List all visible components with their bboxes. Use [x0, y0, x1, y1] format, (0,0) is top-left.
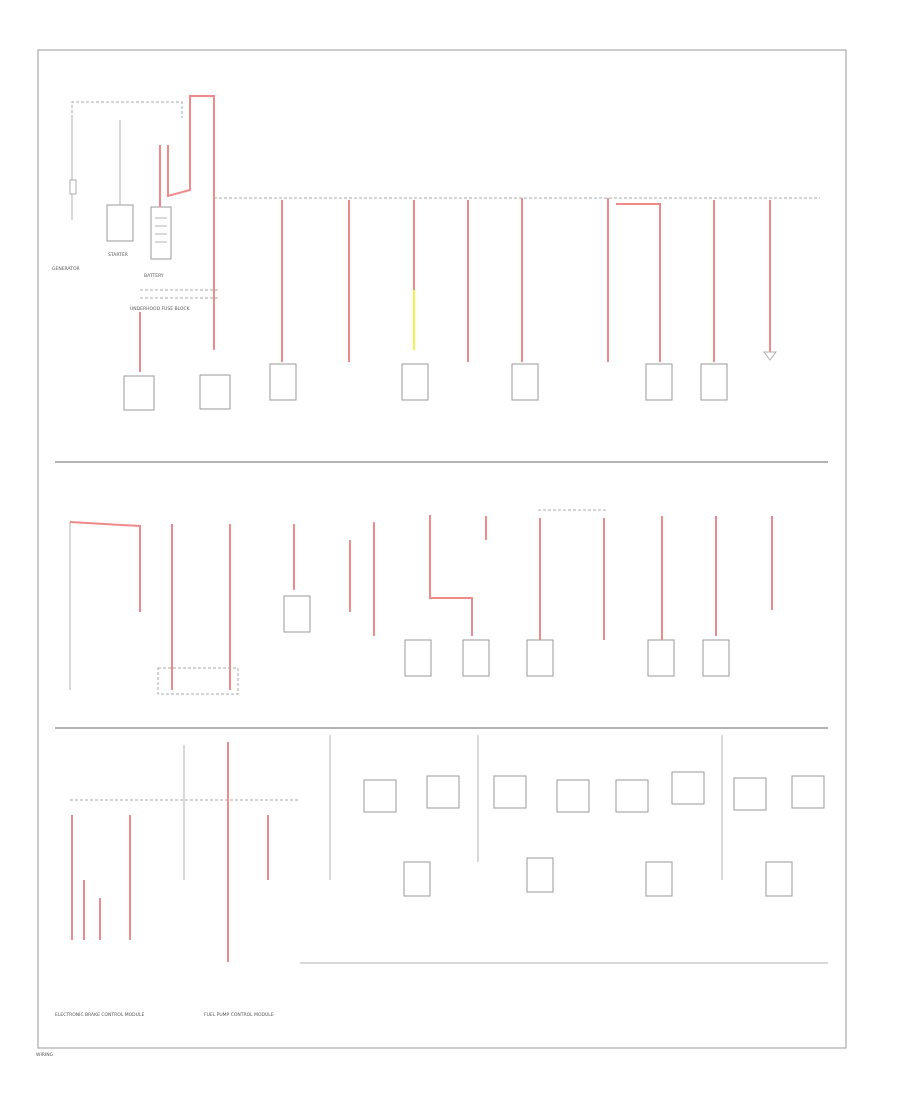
component-r3-g [733, 777, 767, 811]
generator-label: GENERATOR [52, 266, 80, 272]
footer-label-left: ELECTRONIC BRAKE CONTROL MODULE [55, 1012, 144, 1018]
row-3-circuits [70, 735, 825, 962]
component-r2-f [702, 639, 730, 677]
component-r3-j [526, 857, 554, 893]
component-r3-k [645, 861, 673, 897]
battery-feed-wire [167, 95, 215, 198]
battery-box [150, 206, 172, 260]
component-r3-e [615, 779, 649, 813]
component-r3-i [403, 861, 431, 897]
component-r3-f [671, 771, 705, 805]
module-box-1 [123, 375, 155, 411]
footer-label-mid: FUEL PUMP CONTROL MODULE [204, 1012, 274, 1018]
component-r3-a [363, 779, 397, 813]
component-r3-l [765, 861, 793, 897]
generator-starter-battery-group: GENERATOR STARTER BATTERY [52, 95, 215, 279]
starter-box [106, 204, 134, 242]
diagram-border [37, 49, 847, 1049]
component-r2-e [647, 639, 675, 677]
component-r1-d [645, 363, 673, 401]
component-r2-c [462, 639, 490, 677]
component-r2-d [526, 639, 554, 677]
row-2-circuits [69, 509, 773, 695]
component-r2-a [283, 595, 311, 633]
component-r3-h [791, 775, 825, 809]
component-r1-e [700, 363, 728, 401]
starter-label: STARTER [108, 252, 128, 258]
fuse-block-note: UNDERHOOD FUSE BLOCK [130, 306, 191, 312]
corner-mark: WIRING [36, 1052, 54, 1058]
component-r1-b [401, 363, 429, 401]
battery-label: BATTERY [144, 273, 164, 279]
component-r3-c [493, 775, 527, 809]
component-r1-a [269, 363, 297, 401]
generator-fuse [69, 179, 77, 195]
component-r3-b [426, 775, 460, 809]
component-r2-b [404, 639, 432, 677]
component-r1-c [511, 363, 539, 401]
row-1-circuits: GENERATOR STARTER BATTERY UNDERHOOD FUSE… [52, 95, 820, 411]
module-box-2 [199, 374, 231, 410]
component-r3-d [556, 779, 590, 813]
